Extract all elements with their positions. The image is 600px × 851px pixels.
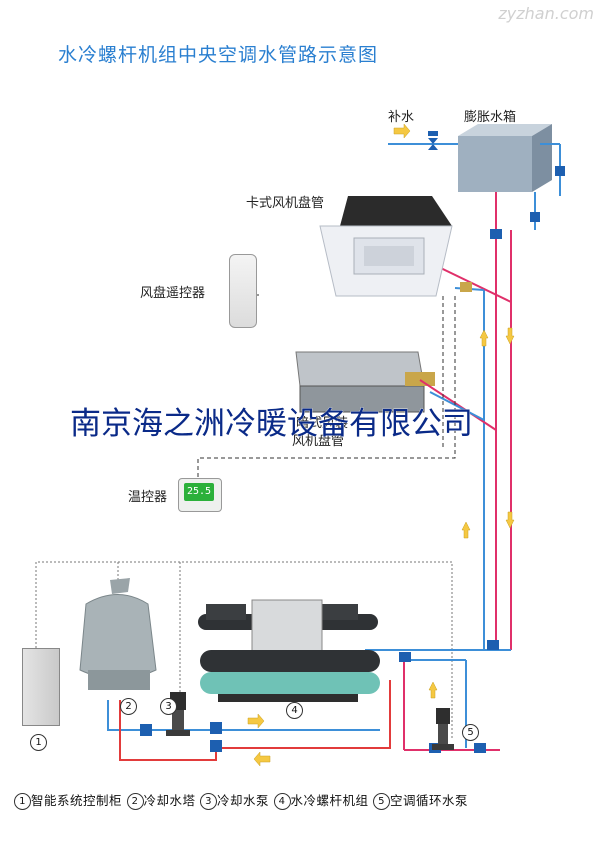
legend-text: 冷却水泵 — [217, 793, 270, 808]
flow-arrows — [247, 123, 515, 767]
legend-text: 水冷螺杆机组 — [290, 793, 369, 808]
legend-num: 2 — [126, 793, 144, 810]
concealed-fcu-label-line1: 暗式风装 — [296, 416, 349, 431]
legend-num: 3 — [200, 793, 217, 810]
cassette-fcu-drawing — [319, 196, 453, 297]
legend-num: 1 — [14, 793, 31, 810]
company-watermark: 南京海之洲冷暖设备有限公司 — [70, 406, 474, 443]
cassette-fcu-label: 卡式风机盘管 — [246, 196, 325, 211]
marker-5: 5 — [462, 724, 479, 741]
marker-4: 4 — [286, 702, 303, 719]
legend-num: 4 — [273, 793, 291, 810]
legend-text: 智能系统控制柜 — [31, 793, 123, 808]
fcu-remote-drawing — [229, 254, 257, 328]
marker-3: 3 — [160, 698, 177, 715]
concealed-fcu-label-line2: 风机盘管 — [292, 434, 345, 449]
marker-2: 2 — [120, 698, 137, 715]
thermostat-label: 温控器 — [128, 490, 168, 505]
expansion-tank-drawing — [458, 124, 552, 192]
cooling-tower-drawing — [79, 578, 157, 690]
legend-text: 空调循环水泵 — [390, 793, 469, 808]
control-cabinet-drawing — [22, 648, 60, 726]
remote-label: 风盘遥控器 — [140, 286, 206, 301]
circulation-pump-drawing — [432, 708, 454, 750]
site-watermark: zyzhan.com — [498, 4, 594, 23]
marker-1: 1 — [30, 734, 47, 751]
makeup-valve — [428, 138, 438, 150]
makeup-water-label: 补水 — [388, 110, 415, 125]
legend-text: 冷却水塔 — [143, 793, 196, 808]
concealed-fcu-drawing — [295, 351, 435, 413]
legend-num: 5 — [373, 793, 390, 810]
diagram-title: 水冷螺杆机组中央空调水管路示意图 — [58, 44, 379, 66]
expansion-tank-label: 膨胀水箱 — [464, 110, 517, 125]
thermostat-drawing: 25.5 — [178, 478, 222, 512]
thermostat-display: 25.5 — [184, 483, 214, 501]
chiller-unit-drawing — [198, 599, 380, 702]
